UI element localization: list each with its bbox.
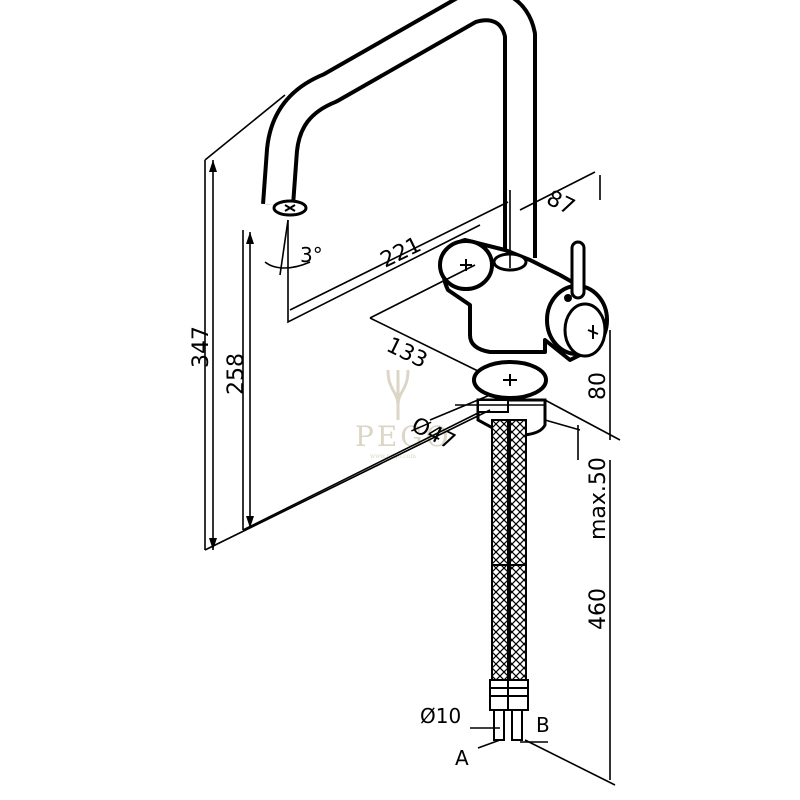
faucet-body [438, 238, 609, 362]
hose-a-upper [491, 419, 509, 566]
dim-height-total: 347 [189, 326, 214, 368]
dim-body-height: 80 [586, 372, 611, 400]
watermark-tagline: www.pego.com [370, 453, 416, 460]
hose-b-lower [509, 564, 527, 681]
watermark-brand: PEGO [355, 420, 452, 453]
label-a: A [455, 746, 469, 770]
label-b: B [536, 713, 550, 737]
dim-height-spout: 258 [224, 353, 249, 395]
lever-handle [570, 240, 586, 300]
dim-max-deck: max.50 [586, 457, 611, 540]
dim-angle: 3° [300, 243, 323, 267]
dim-hose-diameter: Ø10 [420, 704, 461, 728]
pipe-b [511, 709, 523, 741]
faucet-spout [261, 0, 537, 258]
hose-b-upper [509, 419, 527, 566]
hose-a-lower [491, 564, 509, 681]
dim-body-width: 87 [542, 186, 578, 221]
dim-hose-length: 460 [586, 588, 611, 630]
dim-depth: 133 [382, 333, 431, 374]
dim-reach: 221 [377, 233, 426, 274]
watermark-logo: PEGO www.pego.com [355, 369, 452, 460]
pipe-a [493, 709, 505, 741]
dimension-lines [204, 94, 621, 786]
supply-hoses [489, 419, 529, 741]
